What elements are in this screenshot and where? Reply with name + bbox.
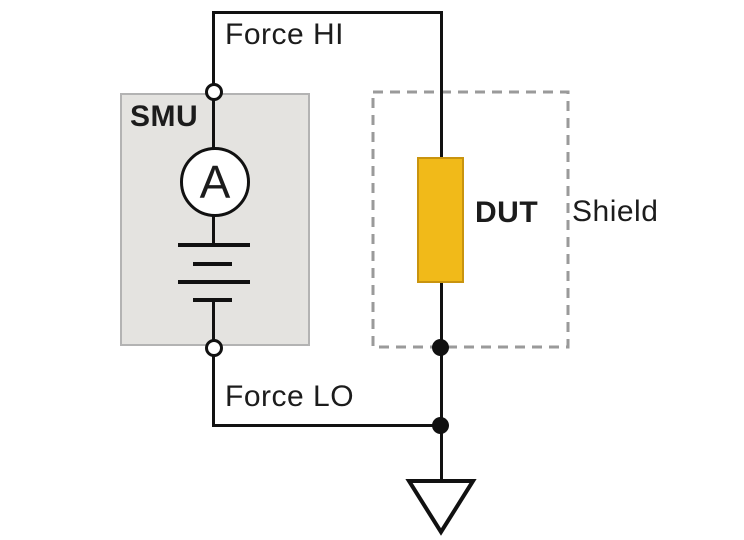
smu-label: SMU: [130, 100, 199, 133]
force-hi-label: Force HI: [225, 18, 345, 51]
shield-box: [371, 90, 570, 349]
wire-force-lo-horizontal: [212, 424, 443, 427]
dut-resistor: [417, 157, 464, 283]
wire-dut-top-vertical: [440, 11, 443, 158]
junction-dot-force-lo: [432, 417, 449, 434]
junction-dot-shield: [432, 339, 449, 356]
wire-force-hi-horizontal: [212, 11, 443, 14]
wire-force-hi-left-vertical: [212, 11, 215, 84]
wire-force-lo-left-vertical: [212, 356, 215, 427]
terminal-force-lo: [205, 339, 223, 357]
battery-plate-long-1: [178, 243, 250, 247]
wire-dut-to-ground: [440, 282, 443, 481]
battery-plate-long-2: [178, 280, 250, 284]
smu-box: [120, 93, 310, 346]
wire-battery-to-terminal: [212, 301, 215, 341]
terminal-force-hi: [205, 83, 223, 101]
ground-icon: [405, 479, 477, 536]
battery-plate-short-1: [193, 262, 232, 266]
ammeter-label: A: [199, 156, 231, 208]
dut-label: DUT: [475, 196, 539, 229]
ammeter-symbol: A: [180, 147, 250, 217]
battery-plate-short-2: [193, 298, 232, 302]
shield-label: Shield: [572, 195, 659, 228]
force-lo-label: Force LO: [225, 380, 355, 413]
wire-ammeter-to-battery: [212, 216, 215, 245]
wire-terminal-to-ammeter: [212, 100, 215, 148]
